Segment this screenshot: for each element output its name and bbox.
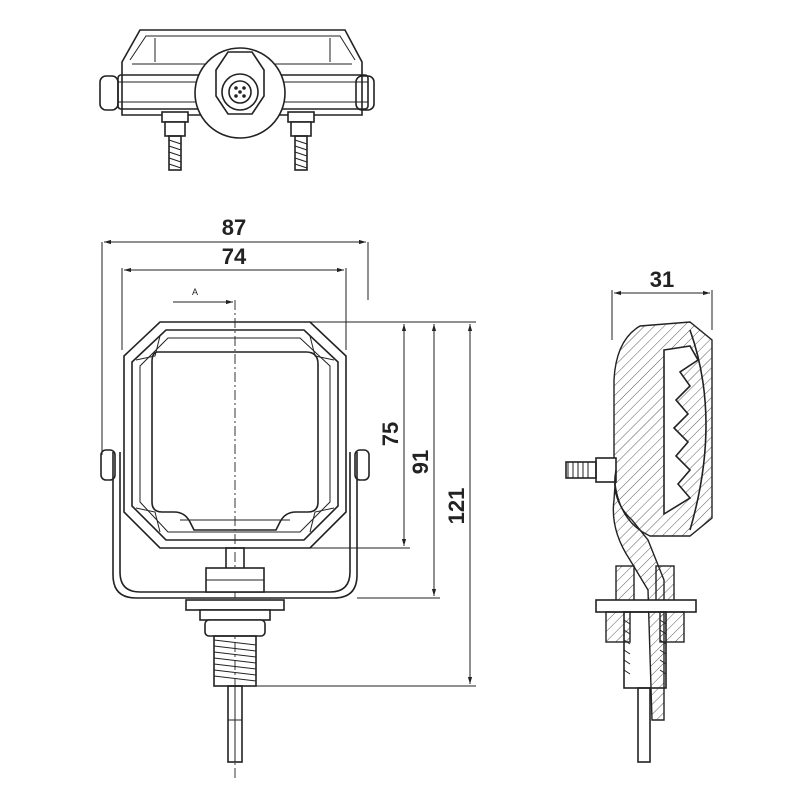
dim-overall-width: 87 — [222, 215, 246, 240]
dim-overall-height: 121 — [444, 488, 469, 525]
front-view: A — [100, 287, 370, 780]
dim-bracket-height: 91 — [408, 450, 433, 474]
top-view — [99, 29, 375, 171]
dimension-labels: 87 74 75 91 121 31 — [222, 215, 674, 524]
dimension-lines — [101, 239, 713, 687]
dim-lens-height: 75 — [378, 422, 403, 446]
side-section-view — [565, 321, 713, 763]
dim-depth: 31 — [650, 267, 674, 292]
section-label: A — [192, 287, 198, 297]
dim-housing-width: 74 — [222, 244, 247, 269]
